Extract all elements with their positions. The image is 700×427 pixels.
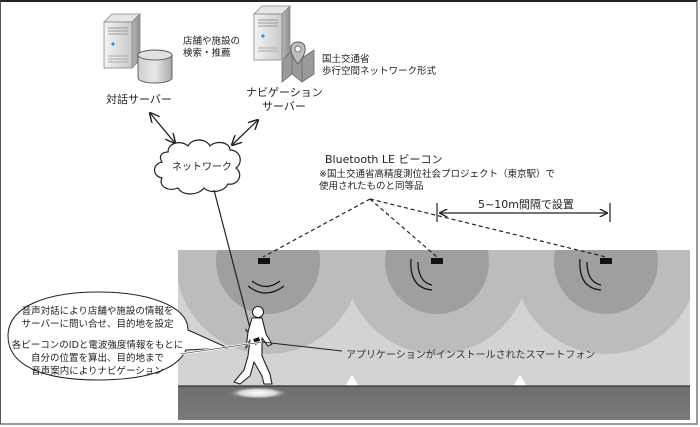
speech-bubble-line5: 音声案内によりナビゲーション xyxy=(31,366,164,377)
navigation-server-label-line1: ナビゲーション xyxy=(246,86,323,99)
speech-bubble-line3: 各ビーコンのIDと電波強度情報をもとに xyxy=(11,340,184,351)
database-note-line2: 検索・推薦 xyxy=(183,47,231,59)
beacon-2 xyxy=(410,258,443,291)
network-label: ネットワーク xyxy=(172,162,232,173)
navigation-server-note-line2: 歩行空間ネットワーク形式 xyxy=(322,65,437,77)
navigation-server-icon xyxy=(253,5,291,61)
database-note-line1: 店舗や施設の xyxy=(183,36,241,47)
speech-bubble-line2: サーバーに問い合せ、目的地を設定 xyxy=(21,319,174,330)
navigation-server-label: ナビゲーション サーバー xyxy=(246,86,323,114)
smartphone-label: アプリケーションがインストールされたスマートフォン xyxy=(346,350,596,361)
map-pin-icon xyxy=(281,41,315,83)
arrow-navigation-network xyxy=(232,120,258,145)
floor-spotlight xyxy=(228,387,288,399)
beacon-spacing-label: 5~10m間隔で設置 xyxy=(478,198,574,211)
spacing-dimension xyxy=(436,203,611,222)
pedestrian-figure xyxy=(233,305,273,385)
database-note: 店舗や施設の 検索・推薦 xyxy=(183,36,240,60)
beacon-1 xyxy=(247,258,285,294)
network-cloud-icon xyxy=(153,139,241,195)
navigation-server-note: 国土交通省 歩行空間ネットワーク形式 xyxy=(322,54,436,78)
beacon-title: Bluetooth LE ビーコン xyxy=(325,153,443,166)
speech-bubble-text: 音声対話により店舗や施設の情報を サーバーに問い合せ、目的地を設定 各ビーコンの… xyxy=(10,305,185,378)
navigation-server-note-line1: 国土交通省 xyxy=(322,54,370,65)
navigation-server-label-line2: サーバー xyxy=(262,99,306,113)
speech-bubble-line1: 音声対話により店舗や施設の情報を xyxy=(21,306,174,317)
beacon-note-line1: ※国土交通省高精度測位社会プロジェクト（東京駅）で xyxy=(319,169,555,180)
arrow-network-smartphone xyxy=(213,189,252,336)
smartphone-callout-line xyxy=(261,341,343,352)
database-icon xyxy=(137,49,173,84)
speech-bubble-line4: 自分の位置を算出、目的地まで xyxy=(30,353,164,364)
beacon-callout-lines xyxy=(262,198,607,258)
beacon-3 xyxy=(579,258,612,291)
dialog-server-icon xyxy=(103,13,141,69)
beacon-note: ※国土交通省高精度測位社会プロジェクト（東京駅）で 使用されたものと同等品 xyxy=(319,169,555,193)
arrow-dialog-network xyxy=(150,113,175,143)
dialog-server-label: 対話サーバー xyxy=(106,93,172,106)
beacon-note-line2: 使用されたものと同等品 xyxy=(319,180,424,192)
